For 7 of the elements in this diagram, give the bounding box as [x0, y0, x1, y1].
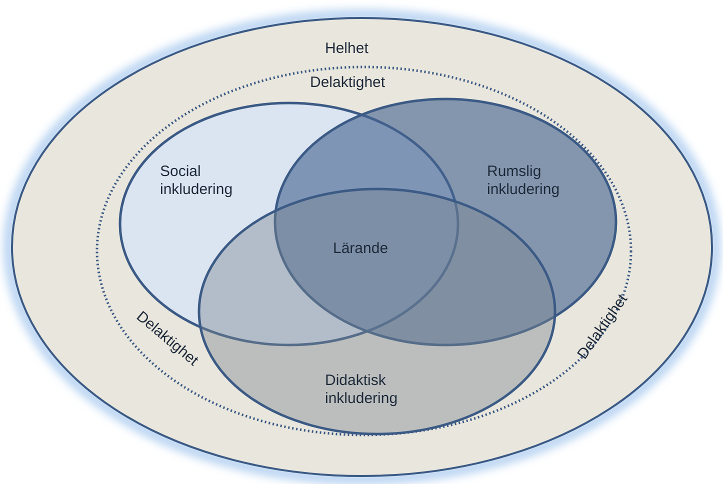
region-label: Helhet: [325, 40, 370, 58]
region-label: Delaktighet: [310, 74, 386, 92]
dotted-ellipse: [96, 66, 632, 436]
region-label: Didaktisk inkludering: [325, 372, 399, 408]
region-label: Social inkludering: [160, 163, 234, 199]
region-label: Rumslig inkludering: [487, 163, 561, 199]
center-label: Lärande: [333, 240, 388, 257]
